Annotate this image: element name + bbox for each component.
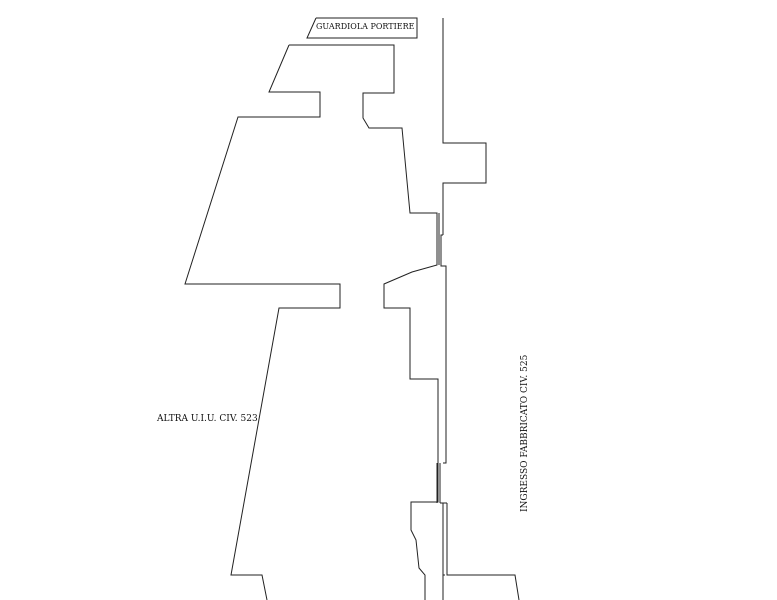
label-altra-uiu: ALTRA U.I.U. CIV. 523: [157, 414, 258, 424]
main-wall-line: [443, 18, 486, 235]
right-lower-wall-outer: [447, 503, 519, 600]
guardiola-box: [307, 18, 417, 38]
label-ingresso-fabbricato: INGRESSO FABBRICATO CIV. 525: [520, 354, 530, 512]
lower-recess-outline: [411, 463, 438, 600]
left-wall-outline: [185, 45, 340, 600]
main-wall-line-inner: [441, 235, 446, 463]
right-lower-wall: [443, 503, 445, 575]
label-guardiola-portiere: GUARDIOLA PORTIERE: [316, 22, 415, 31]
central-wall-outline: [289, 45, 438, 463]
